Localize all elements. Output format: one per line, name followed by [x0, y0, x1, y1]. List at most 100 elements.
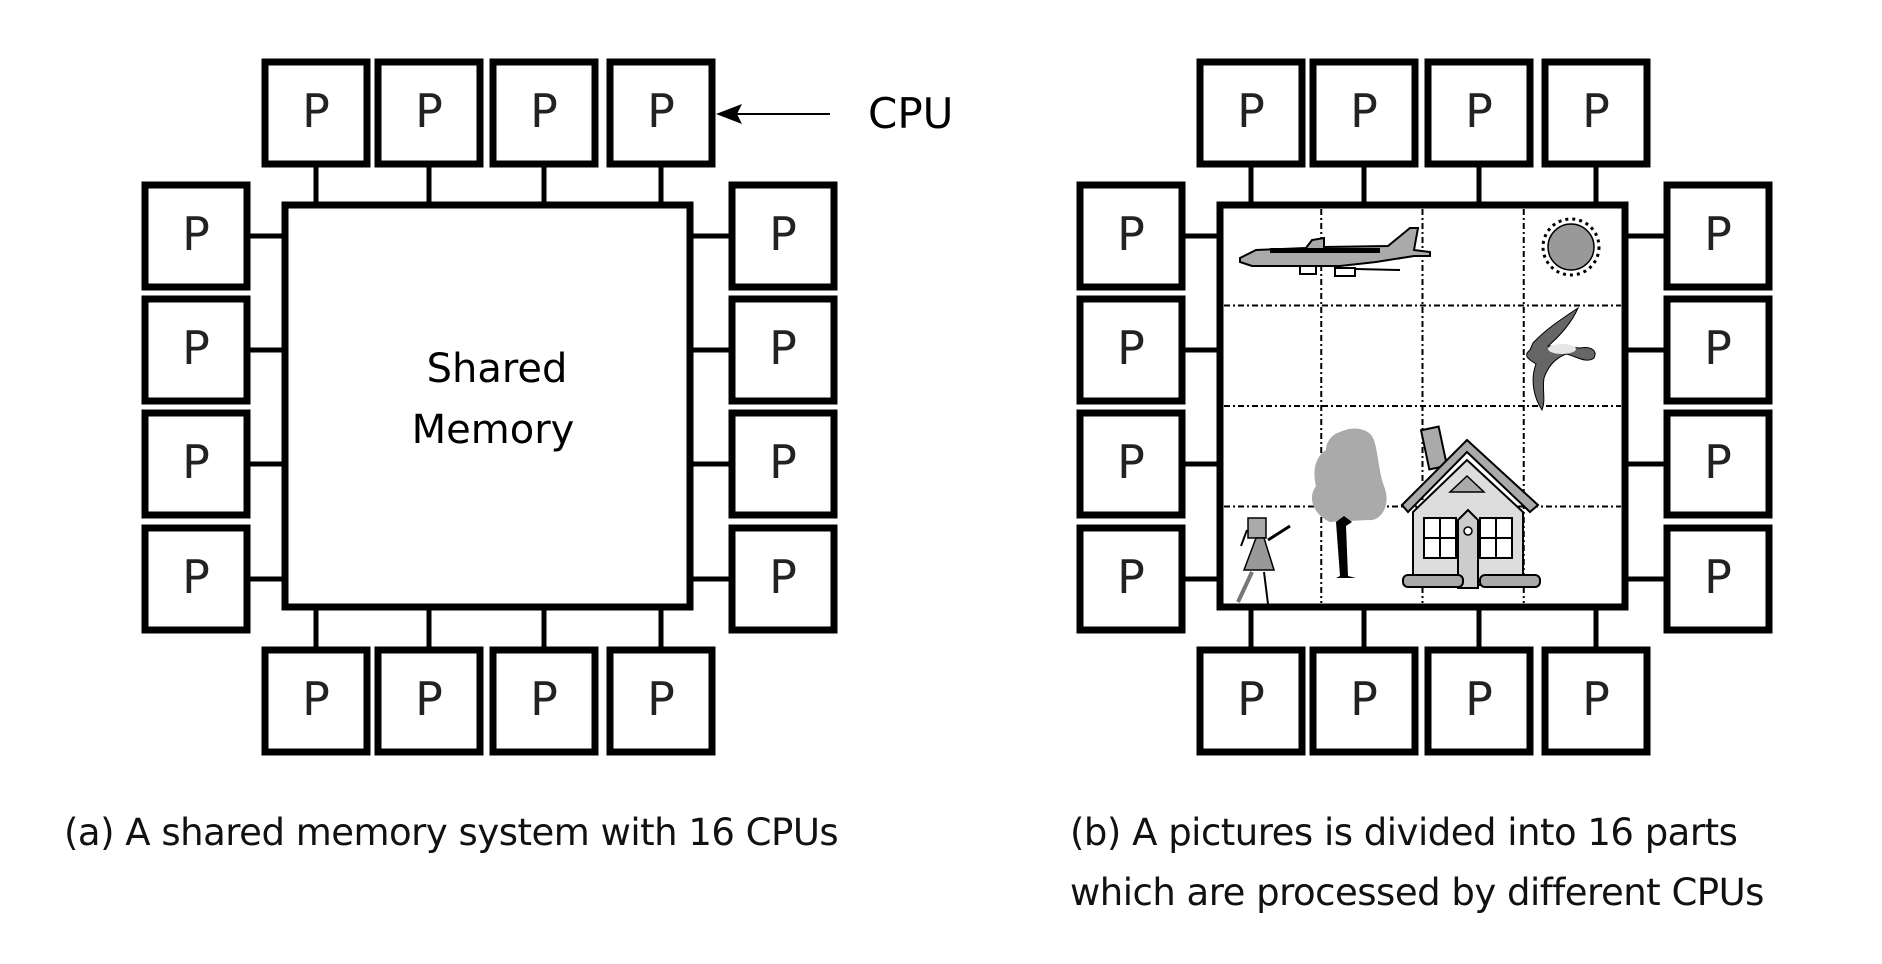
processor-box: P	[1076, 295, 1220, 405]
processor-box-outline	[141, 409, 251, 519]
processor-box: P	[374, 607, 484, 756]
processor-box: P	[606, 58, 716, 205]
processor-box-outline	[1076, 524, 1186, 634]
processor-box: P	[1196, 58, 1306, 205]
divided-picture	[1236, 217, 1601, 605]
bird-icon	[1526, 306, 1596, 412]
processor-box: P	[1625, 524, 1773, 634]
processor-label: P	[1350, 672, 1378, 726]
girl-icon	[1236, 517, 1291, 605]
tree-icon	[1311, 428, 1387, 578]
processor-box: P	[1424, 607, 1534, 756]
processor-box: P	[489, 58, 599, 205]
processor-label: P	[769, 435, 797, 489]
processor-box-outline	[1309, 646, 1419, 756]
processor-box-outline	[374, 646, 484, 756]
processor-box-outline	[1541, 646, 1651, 756]
processor-box: P	[1309, 58, 1419, 205]
processor-box-outline	[1076, 409, 1186, 519]
processor-label: P	[302, 84, 330, 138]
processor-box-outline	[261, 646, 371, 756]
processor-box: P	[1625, 295, 1773, 405]
processor-box-outline	[1424, 58, 1534, 168]
processor-box-outline	[606, 646, 716, 756]
processor-label: P	[1704, 550, 1732, 604]
processor-box: P	[1309, 607, 1419, 756]
processor-box: P	[1424, 58, 1534, 205]
processor-label: P	[647, 672, 675, 726]
processor-box-outline	[374, 58, 484, 168]
processor-box-outline	[489, 58, 599, 168]
processor-box: P	[1076, 409, 1220, 519]
processor-box: P	[690, 524, 838, 634]
processor-label: P	[1582, 84, 1610, 138]
processor-box-outline	[1663, 181, 1773, 291]
processor-label: P	[769, 550, 797, 604]
processor-box: P	[141, 181, 285, 291]
processor-box-outline	[1196, 646, 1306, 756]
processor-label: P	[1237, 672, 1265, 726]
processor-label: P	[415, 84, 443, 138]
processor-label: P	[1237, 84, 1265, 138]
processor-label: P	[182, 435, 210, 489]
processor-box-outline	[728, 524, 838, 634]
processor-box: P	[489, 607, 599, 756]
sun-icon	[1541, 217, 1601, 277]
processor-box: P	[141, 295, 285, 405]
processor-label: P	[182, 207, 210, 261]
processor-label: P	[1350, 84, 1378, 138]
processor-box: P	[1076, 181, 1220, 291]
processor-box: P	[606, 607, 716, 756]
processor-label: P	[1117, 207, 1145, 261]
processor-label: P	[302, 672, 330, 726]
processor-box: P	[1625, 181, 1773, 291]
processor-label: P	[1117, 321, 1145, 375]
processor-box: P	[690, 409, 838, 519]
processor-box-outline	[1076, 295, 1186, 405]
processor-label: P	[182, 550, 210, 604]
processor-box: P	[1196, 607, 1306, 756]
processor-label: P	[769, 321, 797, 375]
processor-box-outline	[606, 58, 716, 168]
processor-label: P	[1465, 84, 1493, 138]
processor-box-outline	[728, 181, 838, 291]
processor-label: P	[1704, 207, 1732, 261]
processor-label: P	[1582, 672, 1610, 726]
processor-box: P	[141, 409, 285, 519]
processor-box-outline	[261, 58, 371, 168]
cpu-callout-label: CPU	[868, 89, 953, 138]
processor-box-outline	[489, 646, 599, 756]
processor-box-outline	[1663, 409, 1773, 519]
processor-box-outline	[141, 181, 251, 291]
processor-label: P	[1117, 435, 1145, 489]
airplane-icon	[1239, 227, 1431, 277]
processor-label: P	[1704, 321, 1732, 375]
processor-box-outline	[141, 524, 251, 634]
processor-label: P	[182, 321, 210, 375]
shared-memory-label-line1: Shared	[427, 346, 568, 392]
processor-box-outline	[1663, 295, 1773, 405]
processor-label: P	[530, 84, 558, 138]
processor-box: P	[690, 181, 838, 291]
callout-arrow-head-icon	[716, 104, 742, 124]
processor-label: P	[415, 672, 443, 726]
processor-box-outline	[1076, 181, 1186, 291]
processor-box-outline	[1196, 58, 1306, 168]
caption-b-line1: (b) A pictures is divided into 16 parts	[1070, 811, 1738, 854]
cpu-callout: CPU	[716, 89, 953, 138]
processor-box-outline	[728, 409, 838, 519]
processor-box: P	[1076, 524, 1220, 634]
processor-box: P	[690, 295, 838, 405]
processor-box: P	[374, 58, 484, 205]
processor-box: P	[1625, 409, 1773, 519]
processor-label: P	[1704, 435, 1732, 489]
processor-box: P	[1541, 58, 1651, 205]
processor-box: P	[141, 524, 285, 634]
processor-box-outline	[728, 295, 838, 405]
shared-memory-label-line2: Memory	[412, 407, 575, 453]
processor-box-outline	[1309, 58, 1419, 168]
processor-box: P	[261, 607, 371, 756]
processor-box: P	[1541, 607, 1651, 756]
